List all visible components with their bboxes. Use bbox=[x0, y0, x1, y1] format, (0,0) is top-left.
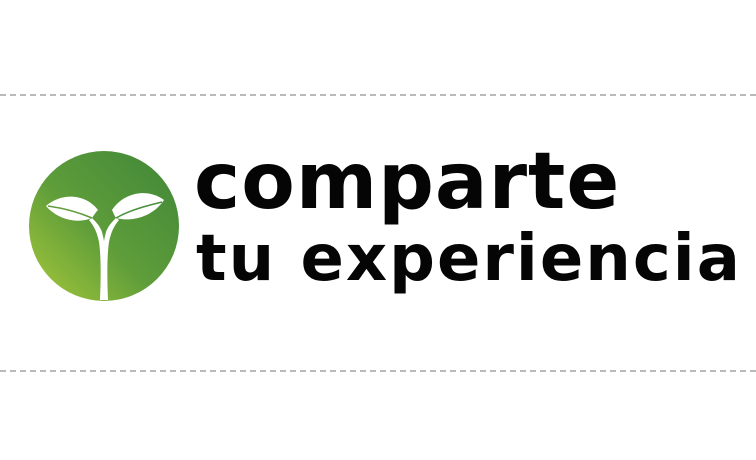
headline-line-1: comparte bbox=[194, 137, 621, 227]
headline: comparte tu experiencia bbox=[194, 140, 742, 296]
top-dashed-divider bbox=[0, 94, 756, 96]
headline-line-2: tu experiencia bbox=[196, 222, 742, 296]
bottom-dashed-divider bbox=[0, 370, 756, 372]
sprout-icon bbox=[29, 151, 179, 301]
logo: comparte tu experiencia bbox=[28, 140, 742, 320]
